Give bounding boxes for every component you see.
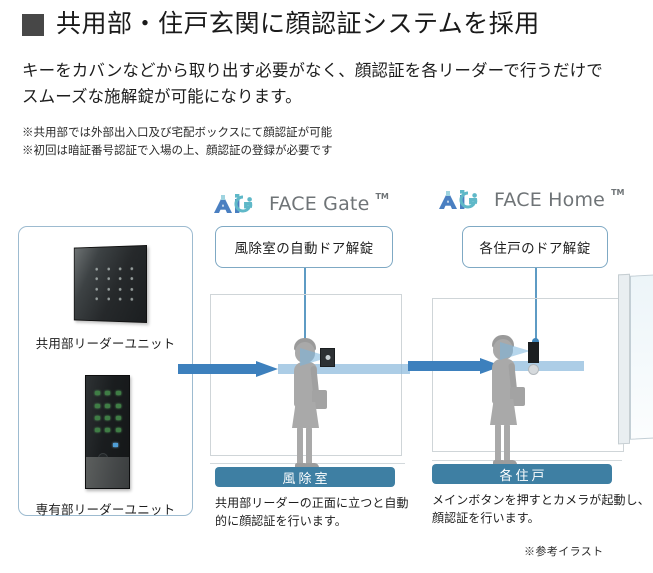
caption-line: 顔認証を行います。	[432, 511, 540, 526]
logo-wordmark: FACE Gate	[269, 193, 370, 215]
caption-badge: 各住戸	[432, 464, 612, 484]
glass-door-panel	[630, 274, 653, 440]
device-caption: 専有部リーダーユニット	[35, 503, 176, 517]
caption-text: メインボタンを押すとカメラが起動し、 顔認証を行います。	[432, 491, 650, 527]
note-list: ※共用部では外部出入口及び宅配ボックスにて顔認証が可能 ※初回は暗証番号認証で入…	[22, 124, 333, 161]
trademark-symbol: TM	[611, 188, 625, 197]
device-block-common-reader: 共用部リーダーユニット	[19, 241, 192, 352]
wall-reader-gate	[320, 348, 335, 367]
arrow-band-gate	[278, 364, 410, 374]
main-button-icon	[528, 364, 539, 375]
caption-line: メインボタンを押すとカメラが起動し、	[432, 493, 650, 507]
note-line: ※共用部では外部出入口及び宅配ボックスにて顔認証が可能	[22, 127, 333, 139]
device-block-private-reader: 専有部リーダーユニット	[19, 375, 192, 518]
person-silhouette-home	[483, 335, 533, 466]
reference-note: ※参考イラスト	[524, 546, 604, 558]
caption-line: 共用部リーダーの正面に立つと自動	[215, 496, 409, 510]
logo-face-home: FACE Home TM	[437, 188, 625, 212]
lead-paragraph: キーをカバンなどから取り出す必要がなく、顔認証を各リーダーで行うだけで スムーズ…	[22, 58, 637, 109]
floor-line-right	[432, 460, 622, 461]
caption-column-home: 各住戸 メインボタンを押すとカメラが起動し、 顔認証を行います。	[432, 464, 650, 527]
aig-logo-icon	[212, 192, 264, 216]
square-bullet-icon	[22, 13, 44, 36]
system-diagram: 共用部リーダーユニット 専有部リーダーユニット	[0, 170, 653, 573]
lead-line: スムーズな施解錠が可能になります。	[22, 86, 302, 106]
page-title: 共用部・住戸玄関に顔認証システムを採用	[56, 11, 540, 38]
device-caption: 共用部リーダーユニット	[35, 337, 176, 351]
caption-line: 的に顔認証を行います。	[215, 514, 347, 529]
page-title-row: 共用部・住戸玄関に顔認証システムを採用	[22, 11, 540, 39]
door-frame-left	[618, 273, 630, 445]
lead-line: キーをカバンなどから取り出す必要がなく、顔認証を各リーダーで行うだけで	[22, 61, 603, 80]
connector-line-home	[535, 268, 537, 340]
connector-line-gate	[304, 268, 306, 348]
aig-logo-icon	[437, 188, 489, 212]
logo-wordmark: FACE Home	[494, 189, 606, 211]
callout-gate: 風除室の自動ドア解錠	[215, 226, 393, 268]
wall-reader-home	[528, 342, 539, 363]
device-panel: 共用部リーダーユニット 専有部リーダーユニット	[18, 226, 193, 518]
arrow-band-home	[504, 361, 584, 371]
connector-dot-home	[532, 338, 539, 345]
private-reader-photo	[19, 375, 194, 493]
trademark-symbol: TM	[375, 192, 389, 201]
face-scan-cone-home	[500, 342, 530, 360]
caption-badge: 風除室	[215, 467, 395, 487]
note-line: ※初回は暗証番号認証で入場の上、顔認証の登録が必要です	[22, 145, 333, 158]
logo-face-gate: FACE Gate TM	[212, 192, 389, 216]
flow-arrow-gate	[178, 361, 278, 377]
caption-text: 共用部リーダーの正面に立つと自動 的に顔認証を行います。	[215, 494, 415, 530]
common-reader-photo	[19, 241, 194, 327]
callout-home: 各住戸のドア解錠	[462, 226, 608, 268]
caption-column-gate: 風除室 共用部リーダーの正面に立つと自動 的に顔認証を行います。	[215, 467, 415, 530]
